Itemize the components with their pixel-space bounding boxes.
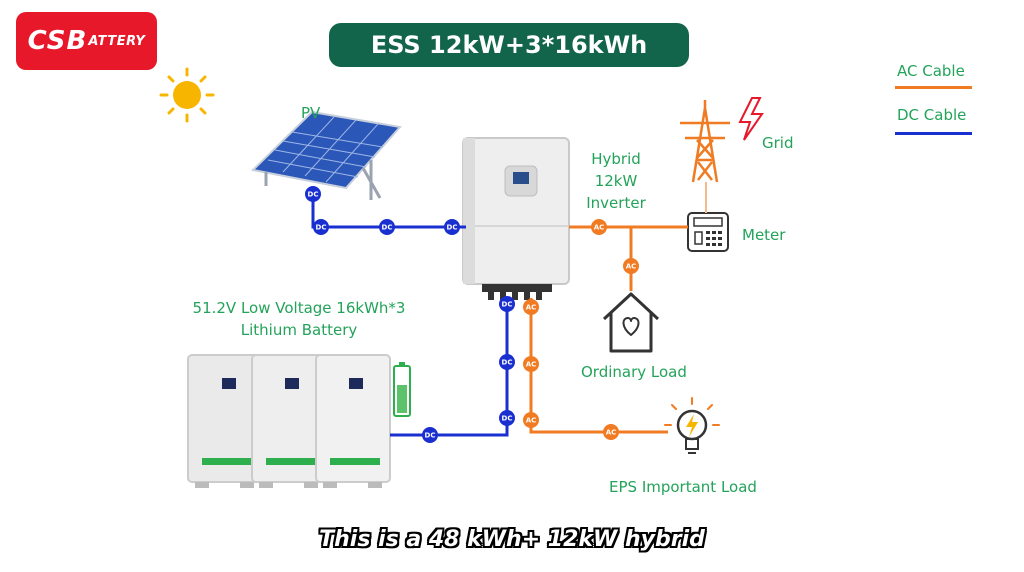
inverter-label-line: 12kW bbox=[594, 172, 638, 190]
ac-badge: AC bbox=[523, 356, 539, 372]
svg-text:DC: DC bbox=[425, 432, 436, 440]
ac-badge: AC bbox=[623, 258, 639, 274]
svg-text:DC: DC bbox=[502, 415, 513, 423]
svg-text:DC: DC bbox=[447, 224, 458, 232]
meter-icon bbox=[687, 212, 729, 252]
svg-text:AC: AC bbox=[626, 263, 637, 271]
inverter-label-line: Hybrid bbox=[591, 150, 641, 168]
dc-badge: DC bbox=[422, 427, 438, 443]
ac-badges: AC AC AC AC AC AC bbox=[523, 219, 639, 440]
svg-text:AC: AC bbox=[526, 361, 537, 369]
grid-label: Grid bbox=[762, 134, 794, 152]
svg-text:DC: DC bbox=[502, 359, 513, 367]
ac-badge: AC bbox=[603, 424, 619, 440]
legend-dc-label: DC Cable bbox=[897, 106, 967, 124]
dc-badge: DC bbox=[499, 296, 515, 312]
sun-icon bbox=[159, 67, 215, 123]
svg-text:DC: DC bbox=[316, 224, 327, 232]
dc-badge: DC bbox=[305, 186, 321, 202]
brand-logo: CSB ATTERY bbox=[16, 12, 157, 70]
ac-badge: AC bbox=[523, 412, 539, 428]
dc-badge: DC bbox=[444, 219, 460, 235]
battery-label-line: Lithium Battery bbox=[240, 321, 358, 339]
battery-unit-icon bbox=[251, 354, 327, 488]
svg-text:DC: DC bbox=[308, 191, 319, 199]
dc-badge: DC bbox=[379, 219, 395, 235]
ordinary-load-label: Ordinary Load bbox=[581, 363, 687, 381]
diagram-title: ESS 12kW+3*16kWh bbox=[329, 23, 689, 67]
logo-tail-text: ATTERY bbox=[88, 33, 146, 49]
hybrid-inverter-icon bbox=[462, 137, 570, 300]
pv-label: PV bbox=[301, 104, 321, 122]
caption-text: This is a 48 kWh+ 12kW hybrid bbox=[319, 527, 705, 552]
house-icon bbox=[602, 292, 660, 353]
dc-badge: DC bbox=[499, 354, 515, 370]
svg-text:AC: AC bbox=[526, 304, 537, 312]
dc-badge: DC bbox=[499, 410, 515, 426]
battery-level-icon bbox=[393, 362, 411, 417]
battery-pack-icon bbox=[187, 354, 391, 488]
inverter-label: Hybrid 12kW Inverter bbox=[576, 148, 656, 214]
ac-badge: AC bbox=[523, 299, 539, 315]
solar-panel-icon bbox=[250, 110, 402, 200]
battery-label-line: 51.2V Low Voltage 16kWh*3 bbox=[192, 299, 406, 317]
dc-badges: DC DC DC DC DC DC DC DC bbox=[305, 186, 515, 443]
battery-unit-icon bbox=[187, 354, 263, 488]
lightning-icon bbox=[738, 97, 764, 141]
svg-text:AC: AC bbox=[606, 429, 617, 437]
legend-ac-label: AC Cable bbox=[897, 62, 965, 80]
transmission-tower-icon bbox=[680, 100, 730, 183]
meter-label: Meter bbox=[742, 226, 786, 244]
ac-badge: AC bbox=[591, 219, 607, 235]
svg-text:AC: AC bbox=[526, 417, 537, 425]
inverter-label-line: Inverter bbox=[586, 194, 646, 212]
eps-load-label: EPS Important Load bbox=[609, 478, 757, 496]
legend-ac-line bbox=[895, 86, 972, 89]
legend-dc-line bbox=[895, 132, 972, 135]
dc-badge: DC bbox=[313, 219, 329, 235]
svg-text:DC: DC bbox=[382, 224, 393, 232]
svg-text:AC: AC bbox=[594, 224, 605, 232]
battery-unit-icon bbox=[315, 354, 391, 488]
light-bulb-icon bbox=[664, 397, 720, 454]
svg-text:DC: DC bbox=[502, 301, 513, 309]
logo-main-text: CSB bbox=[27, 26, 88, 56]
battery-label: 51.2V Low Voltage 16kWh*3 Lithium Batter… bbox=[168, 297, 430, 341]
